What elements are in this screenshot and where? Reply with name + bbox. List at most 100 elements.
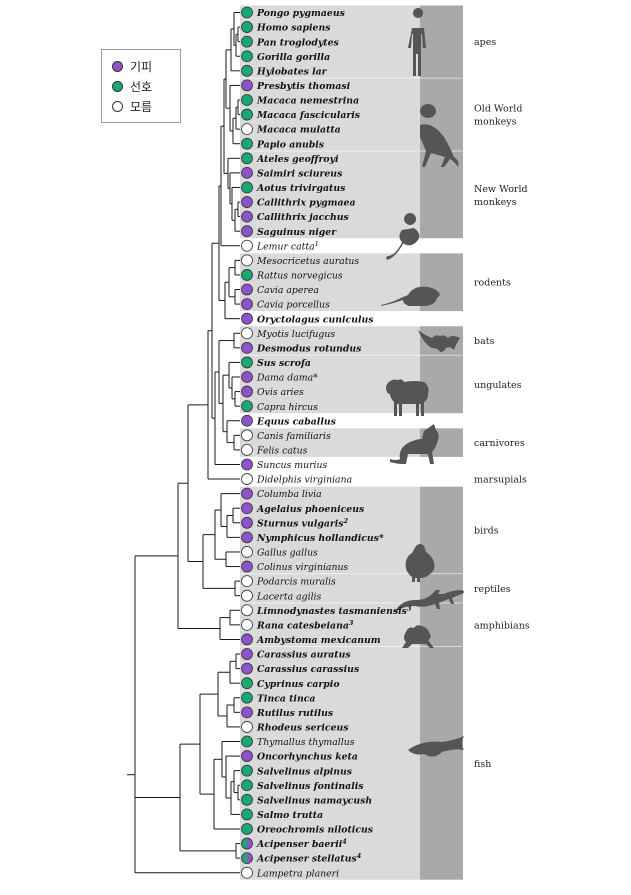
taxon-row: Salvelinus fontinalis — [241, 779, 364, 792]
status-dot-outline — [241, 837, 253, 850]
taxon-name-text: Acipenser baerii — [256, 839, 343, 850]
avoid-dot-icon — [241, 662, 253, 675]
cat-silhouette-icon — [390, 424, 439, 464]
group-panel — [240, 603, 420, 647]
taxon-name-text: Salvelinus namaycush — [257, 795, 372, 806]
bat-silhouette-icon — [418, 330, 460, 352]
taxon-name-text: Myotis lucifugus — [256, 329, 335, 340]
group-panel — [240, 486, 420, 574]
prefer-dot-icon — [241, 400, 253, 413]
prefer-dot-icon — [241, 793, 253, 806]
taxon-name-text: Cavia aperea — [257, 285, 319, 296]
taxon-name: Ateles geoffroyi — [256, 154, 339, 165]
taxon-row: Ambystoma mexicanum — [241, 633, 381, 646]
prefer-dot-icon — [241, 152, 253, 165]
group-panel — [240, 5, 420, 78]
taxon-name: Saimiri sciureus — [257, 168, 343, 179]
unknown-dot-icon — [241, 546, 253, 558]
taxon-name: Cavia porcellus — [257, 300, 330, 311]
taxon-name: Limnodynastes tasmaniensis3 — [256, 604, 412, 617]
taxon-name-text: Oncorhynchus keta — [257, 752, 358, 763]
taxon-name: Sus scrofa — [257, 358, 311, 369]
taxon-name: Cavia aperea — [257, 285, 319, 296]
prefer-dot-icon — [241, 94, 253, 106]
taxon-name: Hylobates lar — [256, 66, 328, 77]
taxon-name-text: Sturnus vulgaris — [257, 518, 344, 529]
taxon-footnote: 3 — [407, 604, 412, 612]
taxon-name-text: Cavia porcellus — [257, 300, 330, 311]
taxon-row: Acipenser stellatus4 — [241, 852, 362, 865]
taxon-name: Sturnus vulgaris2 — [257, 517, 349, 530]
taxon-name-text: Saimiri sciureus — [257, 168, 343, 179]
taxon-name-text: Canis familiaris — [257, 431, 331, 442]
avoid-dot-icon — [112, 60, 123, 72]
prefer-dot-icon — [241, 6, 253, 19]
taxon-row: Lemur catta1 — [241, 239, 319, 252]
taxon-row: Carassius carassius — [241, 662, 360, 675]
taxon-name-text: Salvelinus alpinus — [257, 766, 353, 777]
group-label: ungulates — [474, 380, 522, 391]
group-label: marsupials — [474, 475, 527, 486]
avoid-dot-icon — [241, 458, 253, 471]
group-panel — [240, 78, 420, 151]
taxon-name: Presbytis thomasi — [256, 81, 351, 92]
taxon-name: Ovis aries — [257, 387, 304, 398]
group-label: amphibians — [474, 620, 530, 631]
taxon-row: Tinca tinca — [241, 691, 315, 704]
taxon-name: Rhodeus sericeus — [256, 723, 349, 734]
taxon-name-text: Lemur catta — [256, 241, 315, 252]
taxon-name-text: Homo sapiens — [256, 23, 331, 34]
taxon-name: Suncus murius — [257, 460, 327, 471]
taxon-name: Rattus norvegicus — [256, 271, 343, 282]
prefer-dot-icon — [241, 764, 253, 777]
unknown-dot-icon — [241, 721, 253, 733]
taxon-name-text: Colinus virginianus — [257, 562, 348, 573]
taxon-row: Mesocricetus auratus — [241, 254, 359, 267]
taxon-name: Didelphis virginiana — [256, 475, 352, 486]
taxon-name: Saguinus niger — [257, 227, 337, 238]
taxon-row: Carassius auratus — [241, 648, 351, 661]
taxon-row: Canis familiaris — [241, 429, 331, 442]
taxon-row: Sturnus vulgaris2 — [241, 516, 349, 530]
taxon-row: Macaca nemestrina — [241, 94, 359, 107]
taxon-row: Pongo pygmaeus — [241, 6, 346, 19]
taxon-row: Callithrix pygmaea — [241, 196, 355, 209]
taxon-row: Colinus virginianus — [241, 560, 348, 573]
taxon-name-text: Equus caballus — [256, 416, 337, 427]
avoid-dot-icon — [241, 487, 253, 500]
group-panel — [240, 428, 420, 457]
unknown-dot-icon — [241, 473, 253, 485]
prefer-dot-icon — [241, 779, 253, 792]
taxon-name: Macaca fascicularis — [256, 110, 361, 121]
taxon-name: Thymallus thymallus — [257, 737, 355, 748]
taxon-name: Desmodus rotundus — [256, 343, 362, 354]
taxon-row: Columba livia — [241, 487, 322, 500]
group-panels — [240, 5, 463, 880]
taxon-name-text: Salmo trutta — [257, 810, 323, 821]
taxon-name: Canis familiaris — [257, 431, 331, 442]
taxon-name-text: Sus scrofa — [257, 358, 311, 369]
taxon-name: Callithrix jacchus — [257, 212, 350, 223]
unknown-dot-icon — [241, 575, 253, 588]
legend: 기피 선호 모름 — [101, 49, 181, 123]
taxon-name: Oreochromis niloticus — [257, 825, 374, 836]
taxon-name: Salvelinus namaycush — [257, 795, 372, 806]
taxon-row: Aotus trivirgatus — [241, 181, 346, 194]
taxon-row: Agelaius phoeniceus — [241, 502, 365, 515]
taxon-name-text: Lampetra planeri — [256, 868, 339, 879]
frog-silhouette-icon — [402, 625, 434, 648]
unknown-dot-icon — [241, 618, 253, 631]
taxon-name-text: Mesocricetus auratus — [256, 256, 359, 267]
taxon-name: Colinus virginianus — [257, 562, 348, 573]
prefer-half-icon — [241, 838, 247, 850]
prefer-dot-icon — [241, 50, 253, 63]
group-label: bats — [474, 336, 495, 347]
legend-item-prefer: 선호 — [112, 76, 180, 96]
human-silhouette-icon — [408, 8, 426, 76]
fish-silhouette-icon — [408, 736, 464, 757]
taxon-row: Didelphis virginiana — [241, 473, 352, 486]
prefer-dot-icon — [241, 35, 253, 48]
